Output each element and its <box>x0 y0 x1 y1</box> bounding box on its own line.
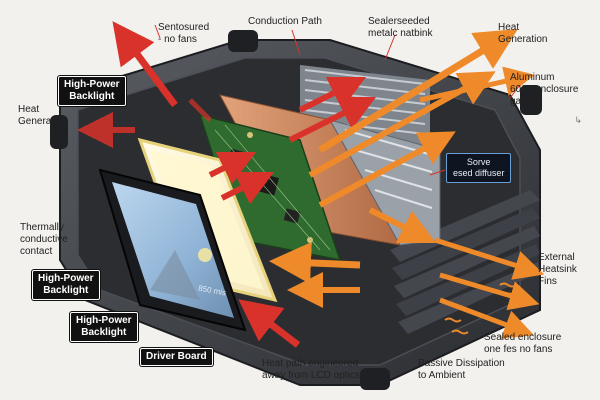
dissipation-arrow-2 <box>439 272 540 311</box>
label-heat-path: Heat path engineered away from LCD optic… <box>262 358 360 381</box>
heat-arrows-orange <box>269 29 545 339</box>
dissipation-arrow-3 <box>439 297 535 339</box>
tag-driver-board: Driver Board <box>140 348 213 366</box>
heat-arrows-red <box>77 21 377 348</box>
heat-arrow-up-left <box>112 21 178 108</box>
label-external-fins: External Heatsink Fins <box>538 252 577 287</box>
dissipation-arrow-1 <box>434 237 545 280</box>
label-passive-dissipation: Passive Dissipation to Ambient <box>418 358 505 381</box>
label-conduction-path: Conduction Path <box>248 16 322 27</box>
corner-mark: ↳ <box>574 115 582 125</box>
heat-arrow-pcb-4 <box>288 96 377 143</box>
conduction-arrow-4 <box>419 66 535 103</box>
conduction-arrow-2 <box>308 71 496 178</box>
heat-arrow-pcb-2 <box>220 171 275 205</box>
conduction-arrow-7 <box>368 207 437 244</box>
leader-lines <box>154 24 521 176</box>
heat-arrow-short <box>188 98 212 122</box>
tag-high-power-backlight-low: High-Power Backlight <box>70 312 138 342</box>
conduction-arrow-1 <box>318 29 518 153</box>
dissipation-waves <box>444 282 522 335</box>
label-aluminum-gasket: Aluminum 6061 enclosure gasket <box>510 72 579 107</box>
label-sealed-enclosure: Sealed enclosure one fes no fans <box>484 332 562 355</box>
label-sensored-text: Sentosured - no fans <box>158 22 210 45</box>
conduction-arrow-3 <box>318 131 456 208</box>
tag-high-power-backlight-mid: High-Power Backlight <box>32 270 100 300</box>
heat-arrow-pcb-1 <box>208 151 257 185</box>
tag-high-power-backlight-top: High-Power Backlight <box>58 76 126 106</box>
label-sensored-no-fans: Sentosured - no fans <box>158 22 209 46</box>
label-sealed-heatsink: Sealerseeded metalc natbink <box>368 16 433 39</box>
heat-arrow-pcb-3 <box>298 76 367 113</box>
heat-arrow-away-lcd <box>238 299 301 348</box>
label-heat-generation-right: Heat Generation <box>498 22 548 45</box>
label-thermally-conductive: Thermally conductive contact <box>20 222 68 257</box>
label-heat-generation-left: Heat Generation <box>18 104 68 127</box>
conduction-arrow-5 <box>269 241 361 284</box>
label-serve-diffuser: Sorve esed diffuser <box>446 153 512 183</box>
